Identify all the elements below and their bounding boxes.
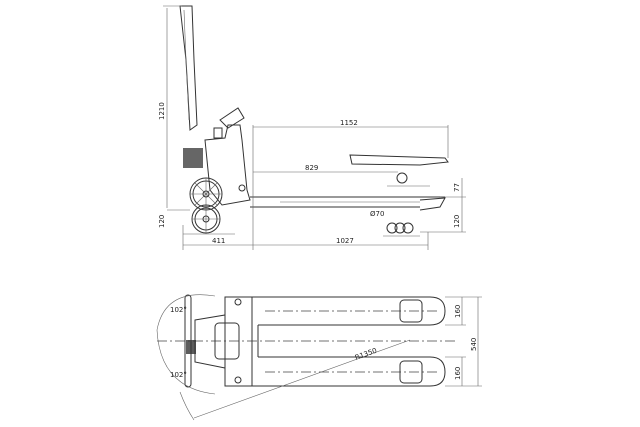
dim-label-411: 411 — [212, 237, 225, 245]
dim-label-120-left: 120 — [158, 215, 166, 228]
control-head — [219, 107, 245, 129]
radius-line — [193, 339, 411, 419]
dim-label-77: 77 — [453, 183, 461, 192]
dim-label-160-top: 160 — [454, 305, 462, 318]
dim-label-120-right: 120 — [453, 215, 461, 228]
dim-label-160-bottom: 160 — [454, 367, 462, 380]
load-rollers — [383, 222, 420, 237]
roller-bottom — [399, 360, 423, 384]
dim-label-1152: 1152 — [340, 119, 358, 127]
fork-top — [252, 296, 446, 326]
dim-label-1210: 1210 — [158, 102, 166, 120]
pump-housing — [204, 124, 251, 206]
angle-label-top: 102° — [170, 306, 187, 314]
dim-label-829: 829 — [305, 164, 318, 172]
roller-top — [399, 299, 423, 323]
pump-top — [214, 322, 240, 360]
fork-bottom — [252, 356, 446, 387]
pivot-icon — [238, 184, 246, 192]
dim-label-R1350: R1350 — [354, 347, 378, 362]
steer-arc — [156, 294, 216, 395]
dim-label-roller-diameter: Ø70 — [370, 210, 384, 218]
hydraulic-unit — [183, 148, 203, 168]
dim-label-540: 540 — [470, 338, 478, 351]
side-view: 1210 — [158, 5, 466, 250]
angle-label-bottom: 102° — [170, 371, 187, 379]
steer-wheel-lower — [191, 204, 221, 234]
dim-label-1027: 1027 — [336, 237, 354, 245]
top-view: 102° 102° R1350 160 160 540 — [156, 294, 482, 421]
raised-fork — [349, 154, 449, 166]
handle-top — [184, 294, 192, 388]
